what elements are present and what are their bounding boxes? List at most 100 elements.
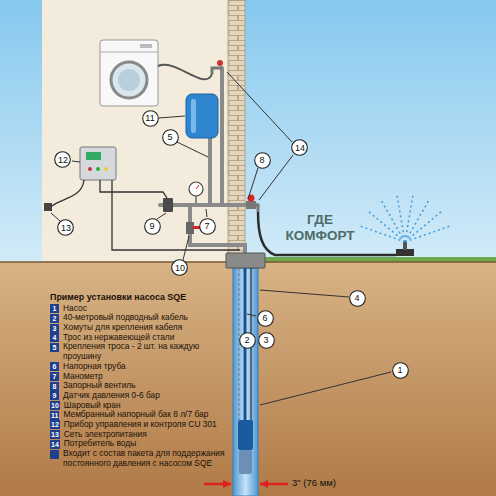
gauge	[189, 182, 203, 196]
legend-row: 12Прибор управления и контроля CU 301	[50, 420, 226, 430]
control-box	[80, 147, 116, 180]
sky	[0, 0, 496, 262]
legend-row: 1Насос	[50, 304, 226, 314]
leader-lines	[260, 290, 349, 297]
legend-text: Запорный вентиль	[63, 381, 136, 391]
gauge-stem	[195, 196, 197, 205]
house-interior	[42, 0, 228, 262]
legend-number: 12	[51, 420, 59, 429]
leader-lines	[177, 142, 208, 157]
callout-ring	[349, 290, 365, 306]
legend-text: Трос из нержавеющей стали	[63, 333, 174, 343]
faucet-indoor	[217, 60, 223, 66]
gauge	[189, 182, 203, 196]
washing-machine	[100, 40, 158, 106]
legend-number: 10	[51, 401, 59, 410]
legend-sample: 6	[50, 362, 59, 371]
legend-text: 40-метровый подводный кабель	[63, 313, 188, 323]
tank-pipe	[208, 138, 212, 205]
leader-lines	[248, 168, 258, 199]
brick-wall	[228, 0, 245, 262]
callout-ring	[258, 332, 274, 348]
legend-text: Хомуты для крепления кабеля	[63, 323, 182, 333]
sprinkler	[405, 200, 429, 242]
well-casing	[233, 268, 258, 496]
legend-text: Манометр	[63, 372, 103, 382]
faucet-outdoor	[246, 201, 256, 209]
dimension-arrows	[260, 483, 288, 486]
pressure-sensor	[163, 198, 173, 212]
legend-sample: 4	[50, 333, 59, 342]
legend-row: 2 40-метровый подводный кабель	[50, 313, 226, 323]
washing-machine	[100, 52, 158, 53]
watermark: ГДЕ КОМФОРТ	[278, 212, 362, 243]
legend-swatch	[50, 450, 59, 459]
sprinkler	[368, 211, 405, 242]
leader-lines	[260, 372, 391, 405]
legend-text: Входит с состав пакета для поддержания п…	[63, 449, 226, 468]
dimension-arrows	[204, 483, 288, 486]
callout-circle: 4	[349, 290, 366, 307]
control-box	[86, 152, 101, 160]
legend-number: 2	[53, 314, 57, 323]
callout-number: 12	[58, 155, 68, 165]
sprinkler	[360, 195, 450, 242]
callout-circle: 3	[258, 332, 275, 349]
callout-circle: 12	[54, 151, 71, 168]
legend-row: 4 Трос из нержавеющей стали	[50, 333, 226, 343]
callout-circle: 9	[144, 218, 161, 235]
legend-sample: 7	[50, 372, 59, 381]
legend-row: 8Запорный вентиль	[50, 381, 226, 391]
faucet-indoor	[158, 60, 223, 79]
leader-lines	[51, 72, 391, 405]
leader-lines	[247, 314, 256, 316]
leader-lines	[183, 236, 189, 260]
pump-motor	[239, 450, 252, 474]
legend-row: Входит с состав пакета для поддержания п…	[50, 449, 226, 468]
legend-text: Насос	[63, 304, 87, 314]
sensor-wire	[100, 180, 167, 198]
callout-number: 14	[295, 143, 305, 153]
legend-row: 9Датчик давления 0-6 бар	[50, 391, 226, 401]
callout-circle: 11	[142, 110, 159, 127]
callout-ring	[292, 140, 308, 156]
legend-sample: 5	[50, 343, 59, 352]
legend-text: Шаровый кран	[64, 401, 121, 411]
callout-ring	[58, 220, 74, 236]
callout-ring	[257, 310, 273, 326]
callout-circle: 6	[257, 310, 274, 327]
faucet-outdoor	[246, 195, 396, 256]
pressure-sensor	[163, 198, 173, 212]
legend-row: 3Хомуты для крепления кабеля	[50, 323, 226, 333]
sprinkler	[360, 226, 405, 242]
leader-lines	[159, 116, 186, 118]
pressure-tank	[191, 99, 196, 133]
ball-valve	[186, 222, 194, 234]
sprinkler	[397, 195, 405, 242]
gauge	[196, 185, 199, 189]
pressure-tank	[186, 94, 218, 138]
control-box	[88, 167, 92, 171]
legend-sample: 11	[50, 411, 59, 420]
legend-number: 9	[53, 391, 57, 400]
power-plug	[44, 203, 52, 211]
legend-sample: 9	[50, 391, 59, 400]
control-box	[96, 167, 100, 171]
washing-machine	[111, 62, 147, 98]
washing-machine	[118, 69, 140, 91]
leader-lines	[72, 161, 80, 162]
callout-number: 9	[149, 221, 154, 231]
leader-lines	[259, 155, 293, 200]
well-head	[226, 253, 265, 268]
power-cord	[52, 180, 84, 206]
callout-ring	[162, 129, 178, 145]
legend-row: 7 Манометр	[50, 372, 226, 382]
sprinkler	[396, 249, 414, 256]
callout-circle: 7	[199, 218, 216, 235]
pump	[238, 420, 253, 450]
callout-ring	[142, 110, 158, 126]
legend-sample: 2	[50, 314, 59, 323]
callout-number: 8	[259, 155, 264, 165]
